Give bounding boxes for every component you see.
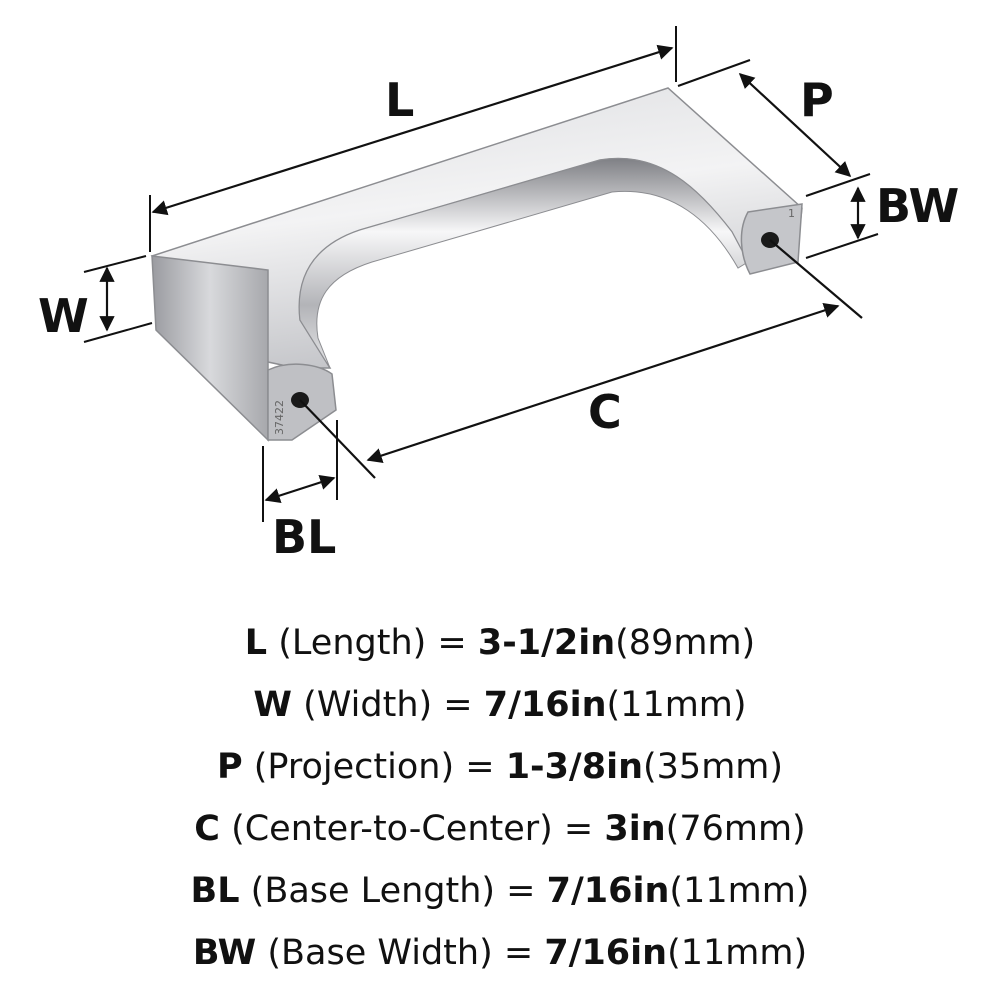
base-width-extension-bottom: [805, 233, 879, 259]
spec-symbol: BL: [190, 871, 240, 911]
spec-metric-value: (35mm): [643, 747, 784, 787]
projection-arrow: [738, 72, 852, 178]
projection-extension-top: [677, 59, 751, 87]
dimension-spec-list: L (Length) = 3-1/2in(89mm) W (Width) = 7…: [0, 612, 1000, 984]
spec-metric-value: (11mm): [667, 933, 808, 973]
spec-symbol: BW: [192, 933, 257, 973]
spec-metric-value: (89mm): [615, 623, 756, 663]
spec-name: (Base Width) =: [267, 933, 545, 973]
spec-symbol: P: [216, 747, 243, 787]
spec-row-base-length: BL (Base Length) = 7/16in(11mm): [0, 860, 1000, 922]
projection-extension-bottom: [805, 173, 871, 197]
base-length-dimension: BL: [262, 420, 338, 564]
projection-label: P: [800, 73, 834, 127]
spec-imperial-value: 1-3/8in: [505, 747, 643, 787]
spec-name: (Center-to-Center) =: [231, 809, 605, 849]
center-to-center-arrow: [366, 302, 840, 464]
length-arrow: [151, 44, 674, 216]
length-dimension: L: [149, 26, 677, 252]
cabinet-pull-diagram: 37422 1 L W P BW C BL: [38, 26, 959, 564]
base-width-dimension: BW: [805, 179, 959, 259]
spec-name: (Projection) =: [253, 747, 506, 787]
spec-metric-value: (11mm): [669, 871, 810, 911]
spec-row-width: W (Width) = 7/16in(11mm): [0, 674, 1000, 736]
base-length-label: BL: [272, 510, 336, 564]
width-dimension: W: [38, 255, 153, 343]
spec-imperial-value: 3in: [604, 809, 666, 849]
spec-name: (Width) =: [303, 685, 484, 725]
spec-row-center-to-center: C (Center-to-Center) = 3in(76mm): [0, 798, 1000, 860]
end-mark-stamp: 1: [788, 207, 795, 220]
base-width-label: BW: [876, 179, 959, 233]
spec-symbol: L: [244, 623, 268, 663]
spec-imperial-value: 7/16in: [483, 685, 607, 725]
projection-dimension: P: [677, 59, 871, 197]
spec-imperial-value: 7/16in: [544, 933, 668, 973]
spec-metric-value: (11mm): [606, 685, 747, 725]
part-number-stamp: 37422: [273, 400, 286, 435]
left-end-block: [151, 255, 269, 442]
spec-name: (Length) =: [278, 623, 478, 663]
spec-name: (Base Length) =: [250, 871, 547, 911]
spec-metric-value: (76mm): [665, 809, 806, 849]
width-extension-top: [83, 255, 147, 273]
center-to-center-dimension: C: [366, 302, 840, 464]
spec-symbol: C: [194, 809, 220, 849]
base-length-arrow: [264, 474, 336, 504]
right-screw-axis: [769, 239, 863, 319]
pull-handle: 37422 1: [150, 87, 803, 442]
spec-row-projection: P (Projection) = 1-3/8in(35mm): [0, 736, 1000, 798]
width-extension-bottom: [83, 322, 153, 343]
width-label: W: [38, 289, 89, 343]
spec-row-base-width: BW (Base Width) = 7/16in(11mm): [0, 922, 1000, 984]
center-to-center-label: C: [588, 385, 622, 439]
spec-symbol: W: [253, 685, 293, 725]
spec-row-length: L (Length) = 3-1/2in(89mm): [0, 612, 1000, 674]
spec-imperial-value: 3-1/2in: [477, 623, 616, 663]
length-label: L: [385, 73, 414, 127]
spec-imperial-value: 7/16in: [546, 871, 670, 911]
